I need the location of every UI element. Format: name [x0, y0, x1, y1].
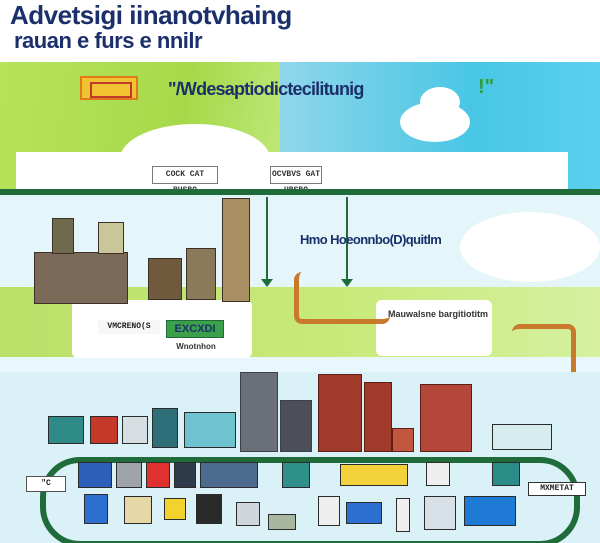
lower-right-panel — [376, 300, 492, 356]
city-building — [364, 382, 392, 452]
header-title-line-1: Advetsigi iinanotvhaing — [10, 0, 292, 30]
office-building — [34, 252, 128, 304]
pipe — [294, 272, 390, 324]
device-tile — [282, 462, 310, 488]
device-tile — [200, 462, 258, 488]
header-title-line-2: rauan e furs e nnilr — [14, 28, 203, 53]
device-tile — [268, 514, 296, 530]
top-left-label: COCK CAT BUSBO — [152, 166, 218, 195]
device-tile — [340, 464, 408, 486]
left-glyph-label: "C — [26, 476, 66, 492]
device-tile — [174, 462, 196, 488]
conveyor-loop — [40, 457, 580, 543]
city-building — [240, 372, 278, 452]
device-tile — [78, 462, 112, 488]
office-building — [148, 258, 182, 300]
device-tile — [426, 462, 450, 486]
city-building — [392, 428, 414, 452]
header: Advetsigi iinanotvhaing rauan e furs e n… — [0, 0, 600, 62]
city-building — [280, 400, 312, 452]
gauge-device — [122, 416, 148, 444]
device-tile — [146, 462, 170, 488]
device-tile — [464, 496, 516, 526]
banner-tag-icon — [80, 76, 138, 100]
city-building — [420, 384, 472, 452]
mid-title: Hmo Hoeonnbo(D)quitlm — [300, 232, 442, 247]
antenna-tower — [98, 222, 124, 254]
monitor-device — [48, 416, 84, 444]
down-arrow — [341, 197, 353, 287]
mid-subtitle: Mauwalsne bargitiotitm — [388, 309, 489, 319]
device-tile — [424, 496, 456, 530]
banner: "/Wdesaptiodictecilitunig !" — [70, 72, 510, 104]
rack-label: MXMETAT — [528, 482, 586, 496]
down-arrow — [261, 197, 273, 287]
device-tile — [116, 462, 142, 488]
sign-badge: EXCXDI — [166, 320, 224, 338]
banner-tick: !" — [478, 76, 495, 98]
device-tile — [346, 502, 382, 524]
cloud — [420, 87, 460, 117]
device-tile — [396, 498, 410, 532]
sign-caption: Wnotnhon — [176, 342, 216, 351]
sign-label: VMCRENO(S — [98, 320, 160, 334]
banner-title: "/Wdesaptiodictecilitunig — [168, 79, 364, 99]
city-building — [318, 374, 362, 452]
router-device — [90, 416, 118, 444]
robot-device — [152, 408, 178, 448]
top-mid-label: OCVBVS GAT UBSBO — [270, 166, 322, 195]
infographic-scene: "/Wdesaptiodictecilitunig !" COCK CAT BU… — [0, 62, 600, 543]
device-tile — [318, 496, 340, 526]
cloud — [460, 212, 600, 282]
panel-device — [184, 412, 236, 448]
device-tile — [124, 496, 152, 524]
device-tile — [236, 502, 260, 526]
device-tile — [84, 494, 108, 524]
office-tower — [52, 218, 74, 254]
device-tile — [492, 462, 520, 486]
device-tile — [164, 498, 186, 520]
office-building — [186, 248, 216, 300]
upper-rail — [0, 189, 600, 195]
crane-device — [492, 424, 552, 450]
pipe — [512, 324, 576, 388]
highrise-building — [222, 198, 250, 302]
device-tile — [196, 494, 222, 524]
